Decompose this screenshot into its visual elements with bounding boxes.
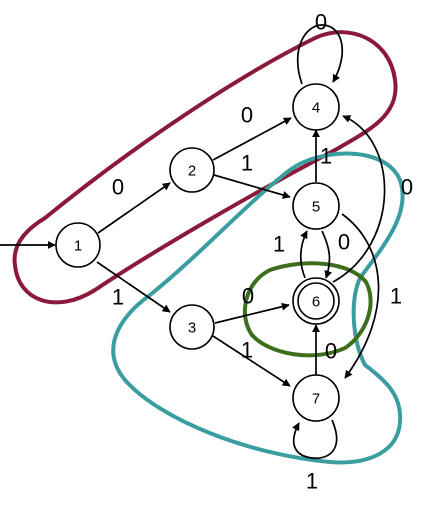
group-outline-maroon (12, 30, 398, 305)
edge-3-7 (212, 335, 291, 387)
edge-label-7-6: 0 (325, 339, 337, 364)
group-outline-teal (111, 151, 405, 465)
edge-label-4-4: 0 (315, 10, 327, 35)
accepting-ring (297, 282, 335, 320)
state-1: 1 (55, 222, 101, 268)
edge-3-6 (214, 302, 290, 324)
group-outline-green (242, 261, 373, 358)
state-label-1: 1 (74, 238, 82, 255)
edge-label-5-7: 1 (390, 284, 402, 309)
state-6: 6 (292, 277, 340, 325)
state-label-6: 6 (312, 294, 320, 311)
edge-1-3 (96, 261, 171, 313)
edge-label-3-7: 1 (241, 338, 253, 363)
edge-label-1-2: 0 (112, 175, 124, 200)
edge-label-5-4: 1 (320, 144, 332, 169)
edge-2-4 (212, 117, 292, 161)
edge-label-7-7: 1 (306, 469, 318, 494)
edge-6-4 (332, 115, 386, 283)
edge-4-4 (296, 24, 344, 85)
edge-7-7 (292, 419, 338, 460)
edge-5-6 (321, 230, 333, 279)
edge-1-2 (97, 182, 171, 234)
state-3: 3 (169, 304, 215, 350)
edge-5-7 (341, 213, 380, 379)
edge-label-1-3: 1 (112, 285, 124, 310)
edge-label-6-4: 0 (401, 175, 413, 200)
edge-label-3-6: 0 (242, 284, 254, 309)
state-label-7: 7 (312, 391, 320, 408)
state-label-2: 2 (188, 163, 196, 180)
state-4: 4 (292, 83, 340, 131)
state-label-4: 4 (312, 100, 320, 117)
state-7: 7 (292, 374, 340, 422)
edge-6-5 (299, 230, 308, 279)
state-label-5: 5 (312, 199, 320, 216)
edge-2-5 (213, 174, 291, 199)
edge-label-2-5: 1 (241, 151, 253, 176)
edge-label-2-4: 0 (241, 103, 253, 128)
state-2: 2 (169, 147, 215, 193)
edge-label-6-5: 1 (273, 232, 285, 257)
state-label-3: 3 (188, 320, 196, 337)
state-5: 5 (292, 182, 340, 230)
edge-label-5-6: 0 (338, 230, 350, 255)
